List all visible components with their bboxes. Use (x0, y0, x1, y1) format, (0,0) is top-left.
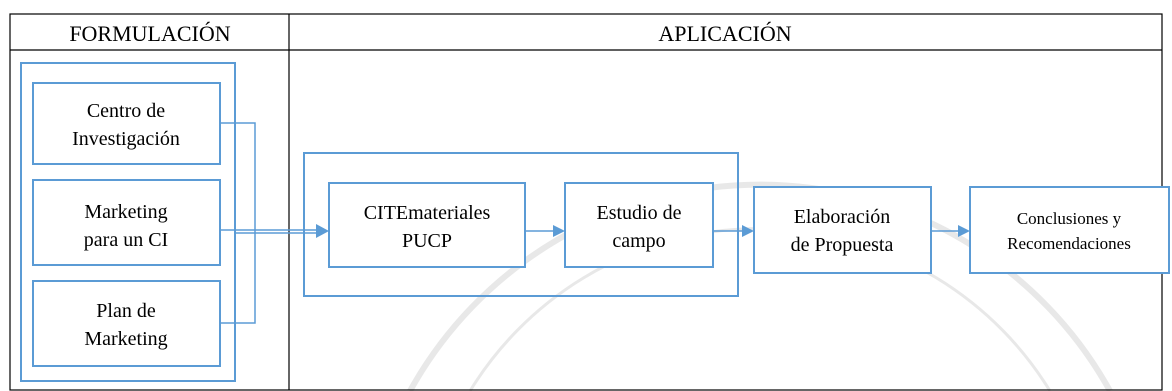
box-conclusiones-recomendaciones: Conclusiones y Recomendaciones (969, 186, 1170, 274)
arrowhead-estudio-elaboracion (742, 225, 754, 237)
box-estudio-line2: campo (612, 230, 665, 252)
box-conclusiones-line1: Conclusiones y (1017, 209, 1122, 228)
box-marketing-line1: Marketing (84, 201, 167, 223)
box-centro-line2: Investigación (72, 128, 180, 150)
arrowhead-to-application (316, 224, 329, 238)
box-elaboracion-line1: Elaboración (794, 206, 891, 228)
box-elaboracion-line2: de Propuesta (791, 234, 894, 256)
box-centro-investigacion: Centro de Investigación (32, 82, 221, 165)
box-estudio-campo: Estudio de campo (564, 182, 714, 268)
box-plan-marketing: Plan de Marketing (32, 280, 221, 367)
box-marketing-line2: para un CI (84, 229, 168, 251)
header-aplicacion: APLICACIÓN (658, 21, 791, 46)
header-formulacion: FORMULACIÓN (69, 21, 230, 46)
box-cite-line1: CITEmateriales (364, 202, 491, 224)
arrowhead-cite-estudio (553, 225, 565, 237)
box-marketing-ci: Marketing para un CI (32, 179, 221, 266)
arrowhead-elaboracion-conclusiones (958, 225, 970, 237)
box-centro-line1: Centro de (87, 100, 165, 122)
box-plan-line2: Marketing (84, 328, 167, 350)
application-group (303, 152, 739, 297)
box-estudio-line1: Estudio de (597, 202, 682, 224)
box-elaboracion-propuesta: Elaboración de Propuesta (753, 186, 932, 274)
formulation-connectors (220, 122, 316, 324)
box-conclusiones-line2: Recomendaciones (1007, 234, 1131, 253)
box-plan-line1: Plan de (96, 300, 156, 322)
formulation-group (20, 62, 236, 382)
box-cite-line2: PUCP (402, 230, 452, 252)
box-citemateriales: CITEmateriales PUCP (328, 182, 526, 268)
